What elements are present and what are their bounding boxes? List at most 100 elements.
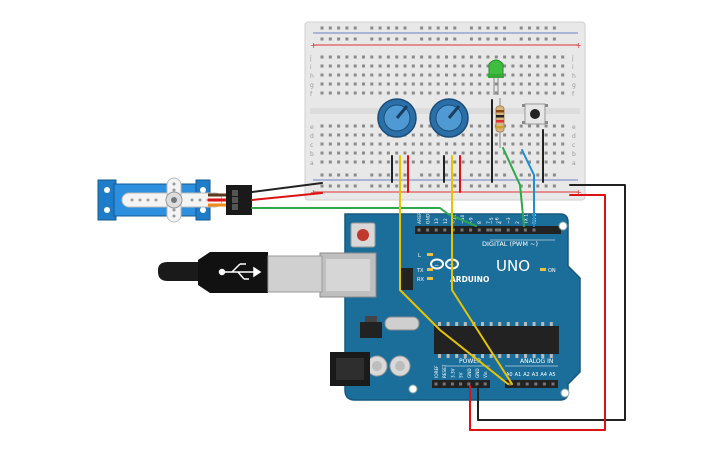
usb-chip bbox=[399, 268, 413, 290]
analog-pin-label: A5 bbox=[549, 372, 556, 378]
digital-pin-label: TX 1 bbox=[523, 214, 529, 225]
usb-plug-metal bbox=[267, 255, 323, 293]
row-letter: g bbox=[572, 82, 576, 89]
row-letter: a bbox=[310, 160, 314, 167]
digital-pin-label: ~10 bbox=[460, 214, 466, 224]
servo-mount-tab-left bbox=[97, 179, 117, 221]
digital-pin-label: 7 bbox=[486, 221, 492, 224]
push-button[interactable] bbox=[522, 103, 548, 125]
digital-pin-label: 8 bbox=[477, 221, 483, 224]
power-pin-label: 5V bbox=[459, 372, 464, 378]
reset-button[interactable] bbox=[357, 229, 369, 241]
rail-plus-label-bottom: + bbox=[310, 188, 317, 197]
row-letter: b bbox=[572, 151, 576, 158]
potentiometer-1[interactable] bbox=[377, 98, 417, 138]
digital-pin-label: ~5 bbox=[489, 217, 495, 224]
potentiometer-2[interactable] bbox=[429, 98, 469, 138]
resistor bbox=[495, 98, 505, 148]
analog-label: ANALOG IN bbox=[520, 358, 553, 365]
breadboard-rail-labels: + + + + bbox=[310, 41, 582, 197]
on-label: ON bbox=[548, 268, 556, 274]
row-letter: f bbox=[572, 91, 575, 98]
microcontroller-chip bbox=[434, 326, 559, 354]
digital-pin-label: 2 bbox=[515, 221, 521, 224]
digital-header-label: DIGITAL (PWM ~) bbox=[482, 240, 538, 248]
wire-rail-gnd bbox=[477, 184, 626, 421]
digital-pin-label: 12 bbox=[443, 218, 449, 224]
wire-servo-signal bbox=[251, 207, 477, 227]
wire-servo-vcc bbox=[251, 192, 323, 201]
power-pin-label: IOREF bbox=[434, 365, 439, 378]
voltage-regulator bbox=[360, 322, 382, 338]
row-letter: c bbox=[572, 142, 575, 149]
brand-label: ARDUINO bbox=[450, 275, 489, 284]
row-letter: i bbox=[572, 64, 574, 71]
digital-pin-label: 4 bbox=[498, 221, 504, 224]
power-label: POWER bbox=[459, 358, 481, 365]
wire-servo-gnd bbox=[251, 182, 323, 193]
wire-rail-5v bbox=[469, 194, 606, 431]
analog-pin-label: A3 bbox=[532, 372, 539, 378]
l-led bbox=[427, 253, 433, 256]
digital-header-left bbox=[415, 226, 505, 234]
analog-pin-label: A4 bbox=[540, 372, 547, 378]
row-letter: g bbox=[310, 82, 314, 89]
servo-motor bbox=[97, 177, 252, 223]
power-pin-label: GND bbox=[467, 368, 472, 378]
l-label: L bbox=[418, 253, 421, 259]
digital-pin-label: 13 bbox=[434, 218, 440, 224]
row-letter: i bbox=[310, 64, 312, 71]
row-letter: h bbox=[572, 73, 576, 80]
rail-plus-label: + bbox=[310, 41, 317, 50]
analog-pin-label: A1 bbox=[515, 372, 522, 378]
digital-pin-label: ~6 bbox=[494, 217, 500, 224]
analog-pin-label: A2 bbox=[523, 372, 530, 378]
rail-plus-label-bottom-right: + bbox=[575, 188, 582, 197]
usb-cable-tail bbox=[158, 262, 200, 281]
wire-led-signal bbox=[502, 147, 525, 227]
digital-pin-label: ~9 bbox=[469, 217, 475, 224]
servo-connector bbox=[226, 185, 252, 215]
green-led bbox=[488, 59, 504, 95]
row-letter: j bbox=[309, 55, 312, 62]
row-letter: b bbox=[310, 151, 314, 158]
tx-label: TX bbox=[416, 268, 424, 274]
digital-pin-label: ~3 bbox=[506, 217, 512, 224]
row-letter: j bbox=[571, 55, 574, 62]
row-letter: c bbox=[310, 142, 313, 149]
crystal bbox=[384, 316, 420, 331]
usb-cable bbox=[158, 252, 323, 293]
wires bbox=[251, 99, 626, 431]
svg-text:−: − bbox=[434, 262, 439, 269]
row-letter: e bbox=[572, 124, 576, 131]
rx-led bbox=[427, 277, 433, 280]
rail-plus-label-right: + bbox=[575, 41, 582, 50]
tx-led bbox=[427, 268, 433, 271]
wire-pot1-signal bbox=[399, 155, 509, 385]
on-led bbox=[540, 268, 546, 271]
power-pin-label: RESET bbox=[442, 364, 447, 378]
power-pin-label: GND bbox=[475, 368, 480, 378]
row-letter: d bbox=[572, 133, 576, 140]
power-pin-label: 3.3V bbox=[450, 368, 455, 378]
analog-header bbox=[505, 380, 558, 388]
row-letter: d bbox=[310, 133, 314, 140]
row-letter: f bbox=[310, 91, 313, 98]
row-letter: e bbox=[310, 124, 314, 131]
row-letter: a bbox=[572, 160, 576, 167]
analog-pin-label: A0 bbox=[506, 372, 513, 378]
wire-pot2-signal bbox=[451, 155, 513, 385]
rx-label: RX bbox=[417, 277, 424, 283]
model-label: UNO bbox=[496, 257, 530, 275]
power-pin-label: Vin bbox=[483, 371, 488, 378]
digital-pin-label: AREF bbox=[417, 212, 423, 224]
row-letter: h bbox=[310, 73, 314, 80]
wire-button-signal bbox=[521, 149, 535, 227]
digital-pin-label: GND bbox=[426, 213, 432, 224]
digital-pin-label: ~11 bbox=[451, 214, 457, 224]
